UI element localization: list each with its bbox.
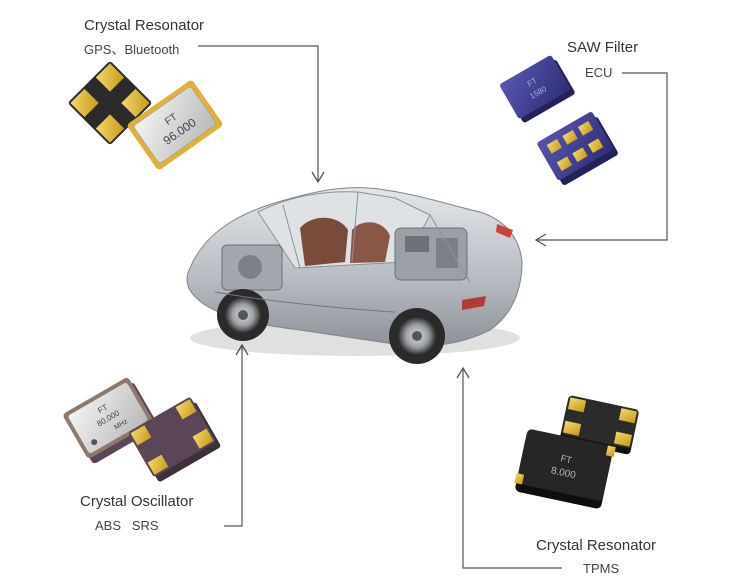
- saw-filter-chip-top: FT 1580: [500, 55, 575, 123]
- callout-title-oscillator: Crystal Oscillator: [80, 493, 194, 510]
- arrow-abs-to-car: [224, 343, 249, 527]
- saw-filter-chip-pads: [537, 112, 618, 186]
- saw-chip-mark-brand: FT: [526, 76, 539, 89]
- tpms-chip-mark-freq: 8.000: [550, 465, 577, 481]
- gps-crystal-chip-top: FT 96.000: [127, 80, 223, 170]
- osc-chip-mark-brand: FT: [96, 403, 109, 416]
- oscillator-chip-pads: [128, 397, 221, 482]
- car-rear-wheel: [389, 308, 445, 364]
- car-cutaway-image: [186, 187, 523, 364]
- arrow-tpms-to-car: [456, 366, 562, 569]
- callout-subtitle-saw: ECU: [585, 65, 613, 80]
- callout-subtitle-oscillator: ABS SRS: [95, 518, 159, 533]
- callout-title-gps: Crystal Resonator: [84, 17, 205, 34]
- callout-subtitle-gps: GPS、Bluetooth: [84, 42, 180, 57]
- tpms-chip-mark-brand: FT: [560, 453, 573, 465]
- oscillator-chip-top: FT 80.000 MHz: [63, 377, 158, 464]
- car-front-wheel: [217, 289, 269, 341]
- arrow-ecu-to-car: [534, 72, 668, 247]
- callout-title-saw: SAW Filter: [567, 39, 639, 56]
- arrow-gps-to-car: [198, 45, 325, 184]
- callout-title-tpms: Crystal Resonator: [536, 537, 657, 554]
- connector-arrows: [198, 45, 668, 569]
- callout-subtitle-tpms: TPMS: [583, 561, 620, 576]
- tpms-crystal-chip-top: FT 8.000: [514, 429, 616, 509]
